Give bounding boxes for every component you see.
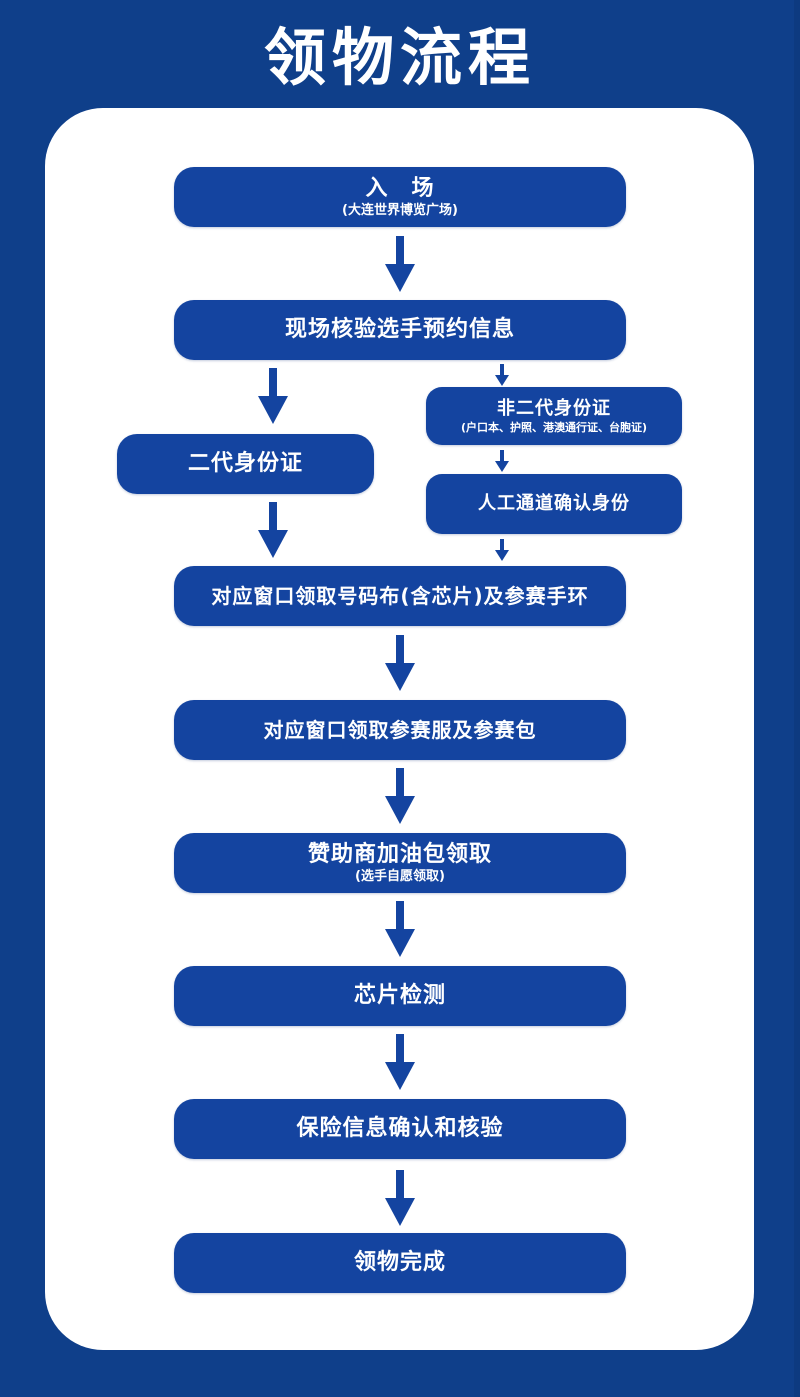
step-label: 保险信息确认和核验: [296, 1116, 504, 1141]
arrow-down-icon: [385, 1170, 415, 1226]
arrow-down-icon: [385, 1034, 415, 1090]
arrow-down-icon: [385, 768, 415, 824]
step-non-id-card: 非二代身份证 (户口本、护照、港澳通行证、台胞证): [426, 387, 682, 445]
step-label: 芯片检测: [353, 983, 446, 1008]
step-manual-lane: 人工通道确认身份: [426, 474, 682, 534]
step-label: 领物完成: [353, 1250, 446, 1275]
step-insurance: 保险信息确认和核验: [174, 1099, 626, 1159]
step-note: (大连世界博览广场): [342, 203, 458, 218]
step-label: 二代身份证: [187, 451, 303, 476]
step-label: 人工通道确认身份: [478, 493, 630, 514]
arrow-down-small-icon: [495, 364, 509, 386]
step-label: 入 场: [365, 176, 435, 201]
step-chip: 芯片检测: [174, 966, 626, 1026]
step-label: 非二代身份证: [497, 398, 611, 419]
arrow-down-icon: [385, 236, 415, 292]
step-sponsor: 赞助商加油包领取 (选手自愿领取): [174, 833, 626, 893]
step-done: 领物完成: [174, 1233, 626, 1293]
step-id-card: 二代身份证: [117, 434, 374, 494]
step-label: 赞助商加油包领取: [307, 842, 492, 867]
page-title: 领物流程: [263, 21, 536, 94]
step-note: (户口本、护照、港澳通行证、台胞证): [460, 421, 648, 434]
step-note: (选手自愿领取): [355, 869, 445, 884]
step-label: 现场核验选手预约信息: [284, 317, 515, 342]
right-edge-strip: [794, 0, 800, 1397]
arrow-down-icon: [258, 502, 288, 558]
step-bib: 对应窗口领取号码布(含芯片)及参赛手环: [174, 566, 626, 626]
arrow-down-small-icon: [495, 539, 509, 561]
step-label: 对应窗口领取号码布(含芯片)及参赛手环: [211, 584, 589, 608]
step-kit: 对应窗口领取参赛服及参赛包: [174, 700, 626, 760]
arrow-down-small-icon: [495, 450, 509, 472]
step-entry: 入 场 (大连世界博览广场): [174, 167, 626, 227]
arrow-down-icon: [258, 368, 288, 424]
step-label: 对应窗口领取参赛服及参赛包: [263, 718, 537, 742]
arrow-down-icon: [385, 635, 415, 691]
arrow-down-icon: [385, 901, 415, 957]
step-verify: 现场核验选手预约信息: [174, 300, 626, 360]
